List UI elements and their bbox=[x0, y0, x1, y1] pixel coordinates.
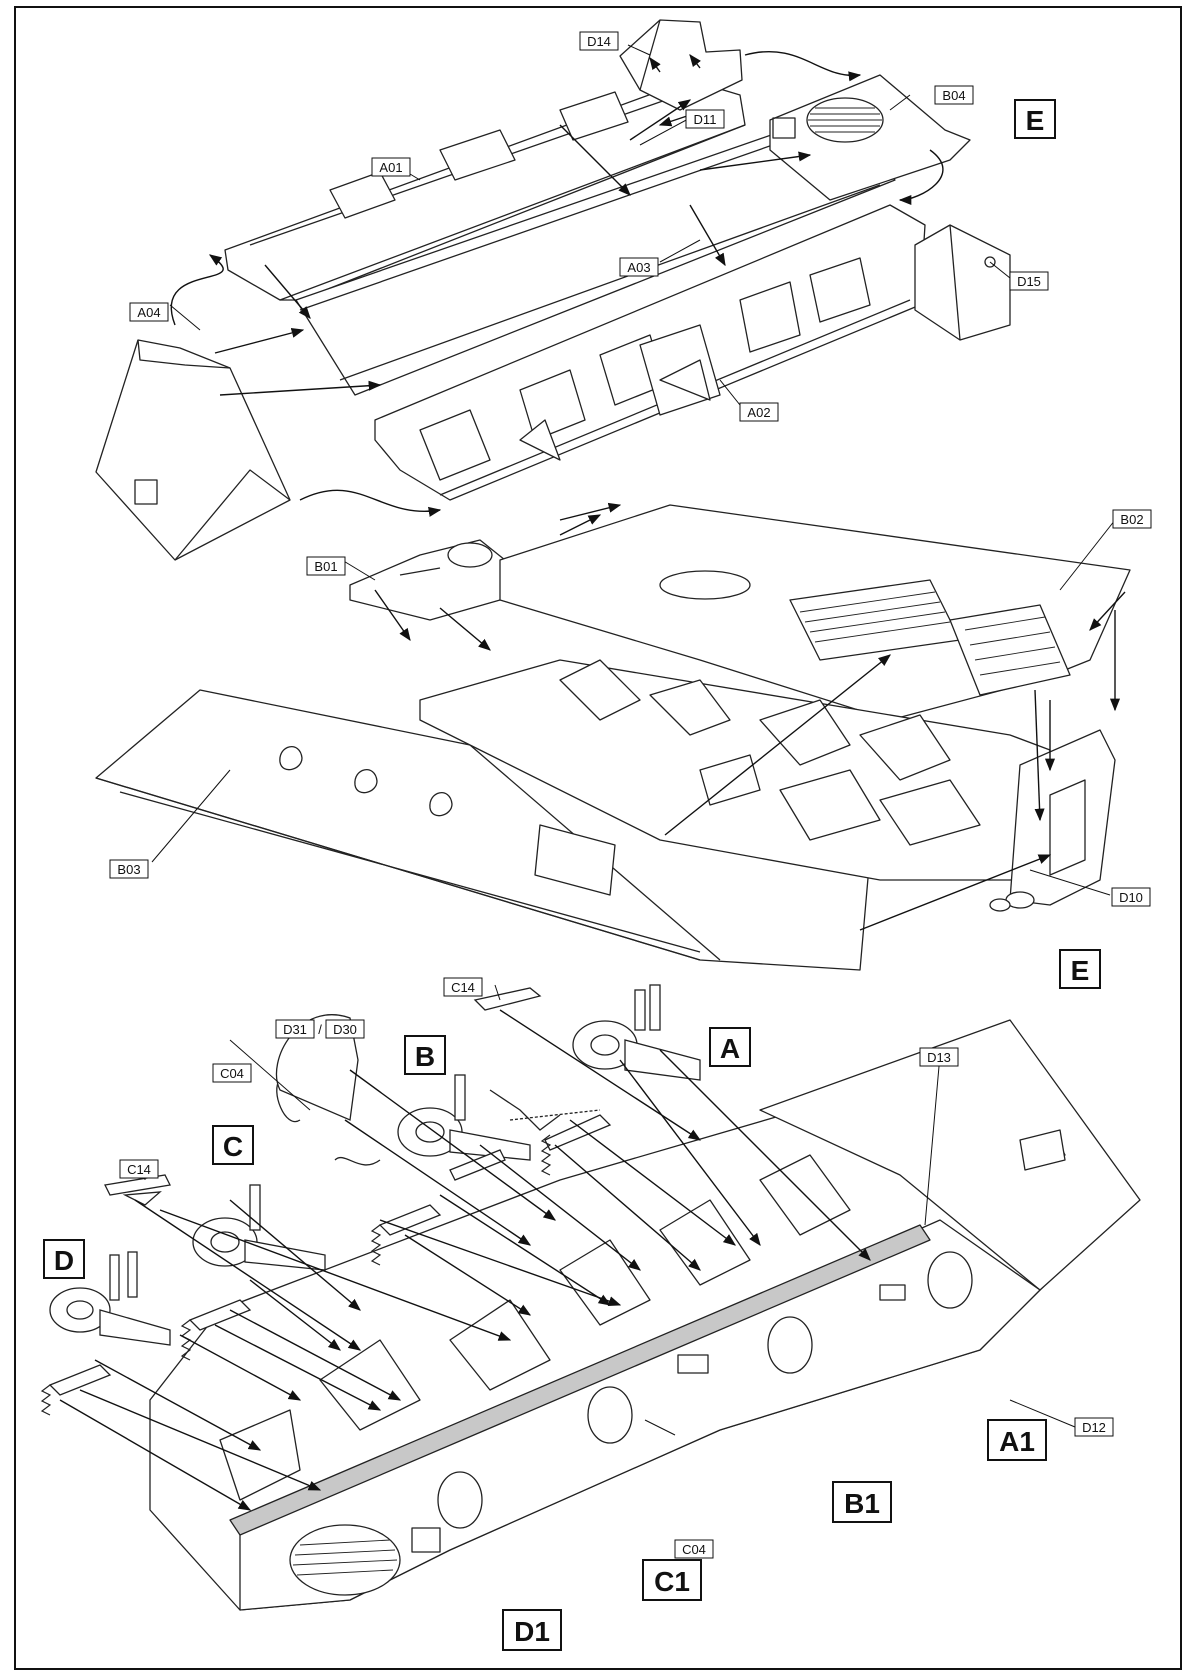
label-b03: B03 bbox=[109, 859, 149, 879]
label-c04-top: C04 bbox=[212, 1063, 252, 1083]
label-a01: A01 bbox=[371, 157, 411, 177]
small-parts bbox=[104, 987, 542, 1196]
suspension-unit-b bbox=[276, 1074, 531, 1236]
label-d31-d30: D31 / D30 bbox=[275, 1019, 365, 1039]
svg-text:E: E bbox=[1071, 955, 1090, 986]
label-c14-left: C14 bbox=[119, 1159, 159, 1179]
svg-text:A: A bbox=[720, 1033, 740, 1064]
svg-text:B01: B01 bbox=[314, 559, 337, 574]
svg-text:C04: C04 bbox=[682, 1542, 706, 1557]
step-a1: A1 bbox=[987, 1419, 1047, 1461]
suspension-unit-d bbox=[48, 1251, 171, 1396]
step-d1: D1 bbox=[502, 1609, 562, 1651]
label-d15: D15 bbox=[1009, 271, 1049, 291]
svg-text:D15: D15 bbox=[1017, 274, 1041, 289]
svg-text:C14: C14 bbox=[127, 1162, 151, 1177]
svg-text:D1: D1 bbox=[514, 1616, 550, 1647]
svg-text:C1: C1 bbox=[654, 1566, 690, 1597]
page-frame bbox=[14, 6, 1182, 1670]
svg-text:A02: A02 bbox=[747, 405, 770, 420]
svg-text:C14: C14 bbox=[451, 980, 475, 995]
step-e-mid: E bbox=[1059, 949, 1101, 989]
bottom-assembly-arrows bbox=[59, 1009, 871, 1511]
svg-text:D12: D12 bbox=[1082, 1420, 1106, 1435]
label-a02: A02 bbox=[739, 402, 779, 422]
step-c1: C1 bbox=[642, 1559, 702, 1601]
label-c04-bottom: C04 bbox=[674, 1539, 714, 1559]
svg-text:D11: D11 bbox=[694, 112, 717, 127]
middle-hull-assembly bbox=[95, 504, 1131, 971]
label-a03: A03 bbox=[619, 257, 659, 277]
step-d: D bbox=[43, 1239, 85, 1279]
label-a04: A04 bbox=[129, 302, 169, 322]
suspension-unit-a bbox=[489, 984, 701, 1151]
step-c: C bbox=[212, 1125, 254, 1165]
svg-text:D14: D14 bbox=[587, 34, 611, 49]
top-assembly-arrows bbox=[170, 50, 944, 517]
svg-text:D: D bbox=[54, 1245, 74, 1276]
label-d12: D12 bbox=[1074, 1417, 1114, 1437]
label-d14: D14 bbox=[579, 31, 619, 51]
part-labels: D14 D11 B04 A01 A03 D15 bbox=[109, 31, 1152, 1559]
label-d10: D10 bbox=[1111, 887, 1151, 907]
svg-text:A1: A1 bbox=[999, 1426, 1035, 1457]
step-labels: E E B A C D A1 bbox=[43, 99, 1101, 1651]
step-a: A bbox=[709, 1027, 751, 1067]
svg-text:B03: B03 bbox=[117, 862, 140, 877]
svg-text:D13: D13 bbox=[927, 1050, 951, 1065]
label-b01: B01 bbox=[306, 556, 346, 576]
svg-text:C04: C04 bbox=[220, 1066, 244, 1081]
step-b1: B1 bbox=[832, 1481, 892, 1523]
svg-text:D30: D30 bbox=[333, 1022, 357, 1037]
label-b02: B02 bbox=[1112, 509, 1152, 529]
top-hull-assembly bbox=[95, 19, 1011, 561]
svg-text:A04: A04 bbox=[137, 305, 160, 320]
label-b04: B04 bbox=[934, 85, 974, 105]
leader-lines bbox=[144, 44, 1116, 1436]
bottom-suspension-assembly bbox=[149, 1019, 1141, 1611]
svg-text:E: E bbox=[1026, 105, 1045, 136]
svg-text:B1: B1 bbox=[844, 1488, 880, 1519]
svg-text:/: / bbox=[318, 1022, 322, 1037]
label-c14-top: C14 bbox=[443, 977, 483, 997]
part-a03-shape bbox=[295, 117, 896, 396]
label-d13: D13 bbox=[919, 1047, 959, 1067]
svg-text:A01: A01 bbox=[379, 160, 402, 175]
svg-text:D31: D31 bbox=[283, 1022, 307, 1037]
part-d15-shape bbox=[914, 224, 1011, 341]
part-a04-shape bbox=[95, 339, 291, 561]
step-b: B bbox=[404, 1035, 446, 1075]
label-d11: D11 bbox=[685, 109, 725, 129]
svg-text:B: B bbox=[415, 1041, 435, 1072]
svg-text:D10: D10 bbox=[1119, 890, 1143, 905]
step-e-top: E bbox=[1014, 99, 1056, 139]
svg-text:A03: A03 bbox=[627, 260, 650, 275]
svg-text:C: C bbox=[223, 1131, 243, 1162]
part-d14-shape bbox=[619, 19, 743, 111]
svg-text:B02: B02 bbox=[1120, 512, 1143, 527]
svg-text:B04: B04 bbox=[942, 88, 965, 103]
middle-assembly-arrows bbox=[374, 502, 1126, 931]
